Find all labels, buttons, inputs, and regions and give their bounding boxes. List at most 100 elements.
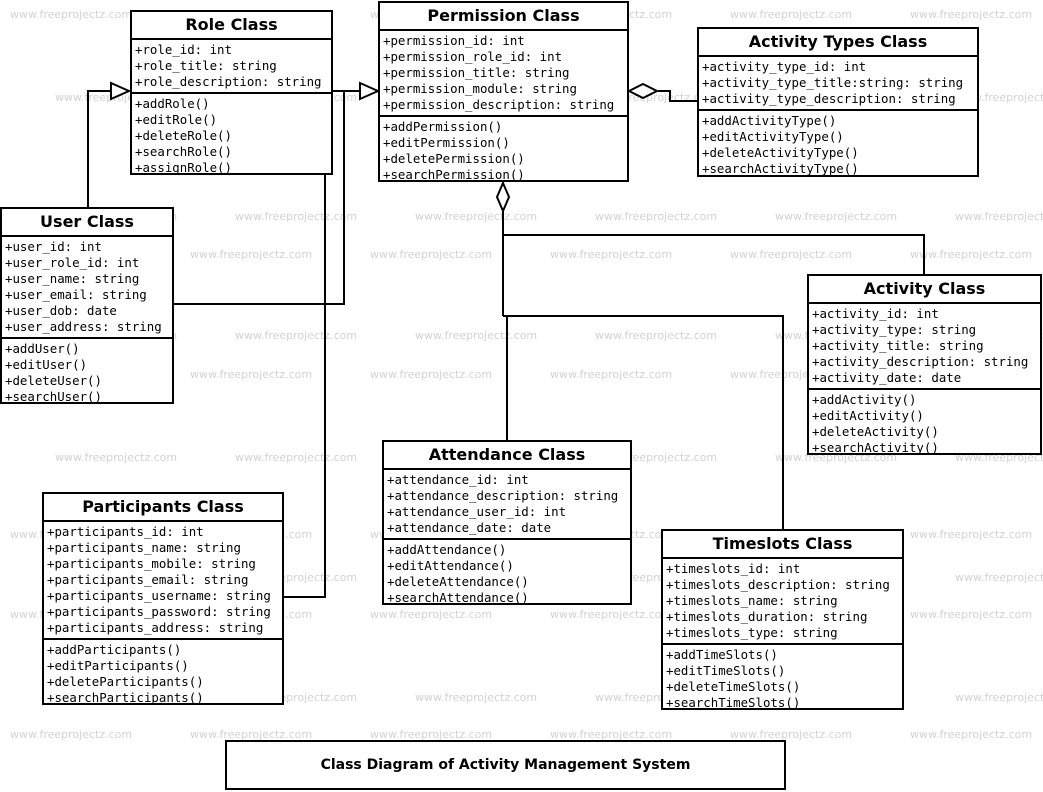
method-item: +deleteActivity() (812, 424, 939, 439)
method-item: +searchRole() (135, 144, 232, 159)
attribute-item: +activity_type_id: int (702, 59, 867, 74)
timeslots-class[interactable]: Timeslots Class +timeslots_id: int+times… (661, 529, 904, 710)
attribute-item: +permission_description: string (383, 97, 615, 112)
method-item: +addActivity() (812, 392, 917, 407)
participants-class[interactable]: Participants Class +participants_id: int… (42, 492, 284, 705)
method-item: +addTimeSlots() (666, 647, 778, 662)
attribute-item: +participants_id: int (47, 524, 204, 539)
attribute-list: +activity_id: int+activity_type: string+… (809, 302, 1040, 388)
attribute-item: +participants_address: string (47, 620, 264, 635)
class-title: Activity Types Class (748, 32, 928, 51)
attendance-class[interactable]: Attendance Class +attendance_id: int+att… (382, 440, 632, 605)
attribute-item: +participants_name: string (47, 540, 241, 555)
attribute-item: +activity_type: string (812, 322, 977, 337)
attribute-item: +timeslots_id: int (666, 561, 801, 576)
role-class[interactable]: Role Class +role_id: int+role_title: str… (130, 10, 333, 175)
activitytypes-permission-connector (658, 90, 698, 102)
attribute-item: +activity_title: string (812, 338, 984, 353)
method-item: +editRole() (135, 112, 218, 127)
method-item: +editAttendance() (387, 558, 514, 573)
attribute-item: +role_id: int (135, 42, 232, 57)
method-list: +addAttendance()+editAttendance()+delete… (384, 538, 630, 608)
method-item: +editActivity() (812, 408, 924, 423)
attribute-item: +timeslots_name: string (666, 593, 838, 608)
attribute-item: +permission_title: string (383, 65, 570, 80)
method-item: +addPermission() (383, 119, 503, 134)
method-list: +addActivityType()+editActivityType()+de… (699, 109, 977, 179)
attribute-item: +timeslots_duration: string (666, 609, 868, 624)
method-item: +searchPermission() (383, 167, 525, 182)
attribute-item: +user_name: string (5, 271, 140, 286)
aggregation-diamond-icon (626, 82, 660, 100)
permission-class[interactable]: Permission Class +permission_id: int+per… (378, 1, 629, 182)
class-title: Attendance Class (428, 445, 586, 464)
method-list: +addParticipants()+editParticipants()+de… (44, 638, 282, 708)
user-role-connector (87, 90, 113, 207)
method-item: +searchActivity() (812, 440, 939, 455)
attribute-list: +participants_id: int+participants_name:… (44, 520, 282, 638)
class-title: Permission Class (427, 6, 580, 25)
method-item: +assignRole() (135, 160, 232, 175)
method-item: +deleteRole() (135, 128, 232, 143)
attribute-item: +activity_description: string (812, 354, 1029, 369)
attribute-item: +user_address: string (5, 319, 162, 334)
activity-types-class[interactable]: Activity Types Class +activity_type_id: … (697, 27, 979, 177)
class-title: Timeslots Class (712, 534, 853, 553)
class-title: Participants Class (82, 497, 244, 516)
method-list: +addPermission()+editPermission()+delete… (380, 115, 627, 185)
class-title: Activity Class (863, 279, 986, 298)
activity-permission-connector (503, 234, 925, 274)
attribute-item: +attendance_id: int (387, 472, 529, 487)
attribute-list: +activity_type_id: int+activity_type_tit… (699, 55, 977, 109)
method-list: +addTimeSlots()+editTimeSlots()+deleteTi… (663, 643, 902, 713)
method-item: +addUser() (5, 341, 80, 356)
method-item: +addActivityType() (702, 113, 837, 128)
attribute-item: +attendance_description: string (387, 488, 619, 503)
method-item: +addParticipants() (47, 642, 182, 657)
class-title: Role Class (185, 15, 278, 34)
attribute-item: +participants_mobile: string (47, 556, 256, 571)
diagram-caption-box: Class Diagram of Activity Management Sys… (225, 740, 786, 790)
method-item: +addRole() (135, 96, 210, 111)
user-class[interactable]: User Class +user_id: int+user_role_id: i… (0, 207, 174, 404)
method-item: +editPermission() (383, 135, 510, 150)
attribute-item: +activity_date: date (812, 370, 962, 385)
attribute-item: +role_title: string (135, 58, 277, 73)
method-item: +deleteActivityType() (702, 145, 859, 160)
method-item: +searchActivityType() (702, 161, 859, 176)
attribute-item: +participants_email: string (47, 572, 249, 587)
method-item: +deletePermission() (383, 151, 525, 166)
method-item: +deleteAttendance() (387, 574, 529, 589)
method-item: +editTimeSlots() (666, 663, 786, 678)
inheritance-arrow-icon (110, 81, 132, 101)
method-item: +addAttendance() (387, 542, 507, 557)
participants-permission-connector (283, 90, 362, 598)
attribute-item: +role_description: string (135, 74, 322, 89)
attribute-item: +user_dob: date (5, 303, 117, 318)
method-item: +searchParticipants() (47, 690, 204, 705)
method-item: +deleteUser() (5, 373, 102, 388)
method-item: +deleteParticipants() (47, 674, 204, 689)
activity-class[interactable]: Activity Class +activity_id: int+activit… (807, 274, 1042, 455)
attendance-permission-connector (503, 315, 508, 440)
attribute-item: +activity_id: int (812, 306, 939, 321)
attribute-item: +permission_module: string (383, 81, 577, 96)
attribute-list: +timeslots_id: int+timeslots_description… (663, 557, 902, 643)
attribute-item: +participants_password: string (47, 604, 271, 619)
method-item: +editParticipants() (47, 658, 189, 673)
aggregation-diamond-icon (495, 180, 511, 214)
attribute-item: +permission_role_id: int (383, 49, 563, 64)
method-item: +editUser() (5, 357, 88, 372)
timeslots-permission-connector (503, 315, 784, 529)
diagram-caption: Class Diagram of Activity Management Sys… (320, 757, 691, 773)
attribute-list: +user_id: int+user_role_id: int+user_nam… (2, 235, 172, 337)
class-title: User Class (40, 212, 134, 231)
attribute-item: +activity_type_description: string (702, 91, 956, 106)
method-item: +searchUser() (5, 389, 102, 404)
method-item: +deleteTimeSlots() (666, 679, 801, 694)
method-list: +addUser()+editUser()+deleteUser()+searc… (2, 337, 172, 407)
attribute-list: +role_id: int+role_title: string+role_de… (132, 38, 331, 92)
attribute-item: +user_email: string (5, 287, 147, 302)
